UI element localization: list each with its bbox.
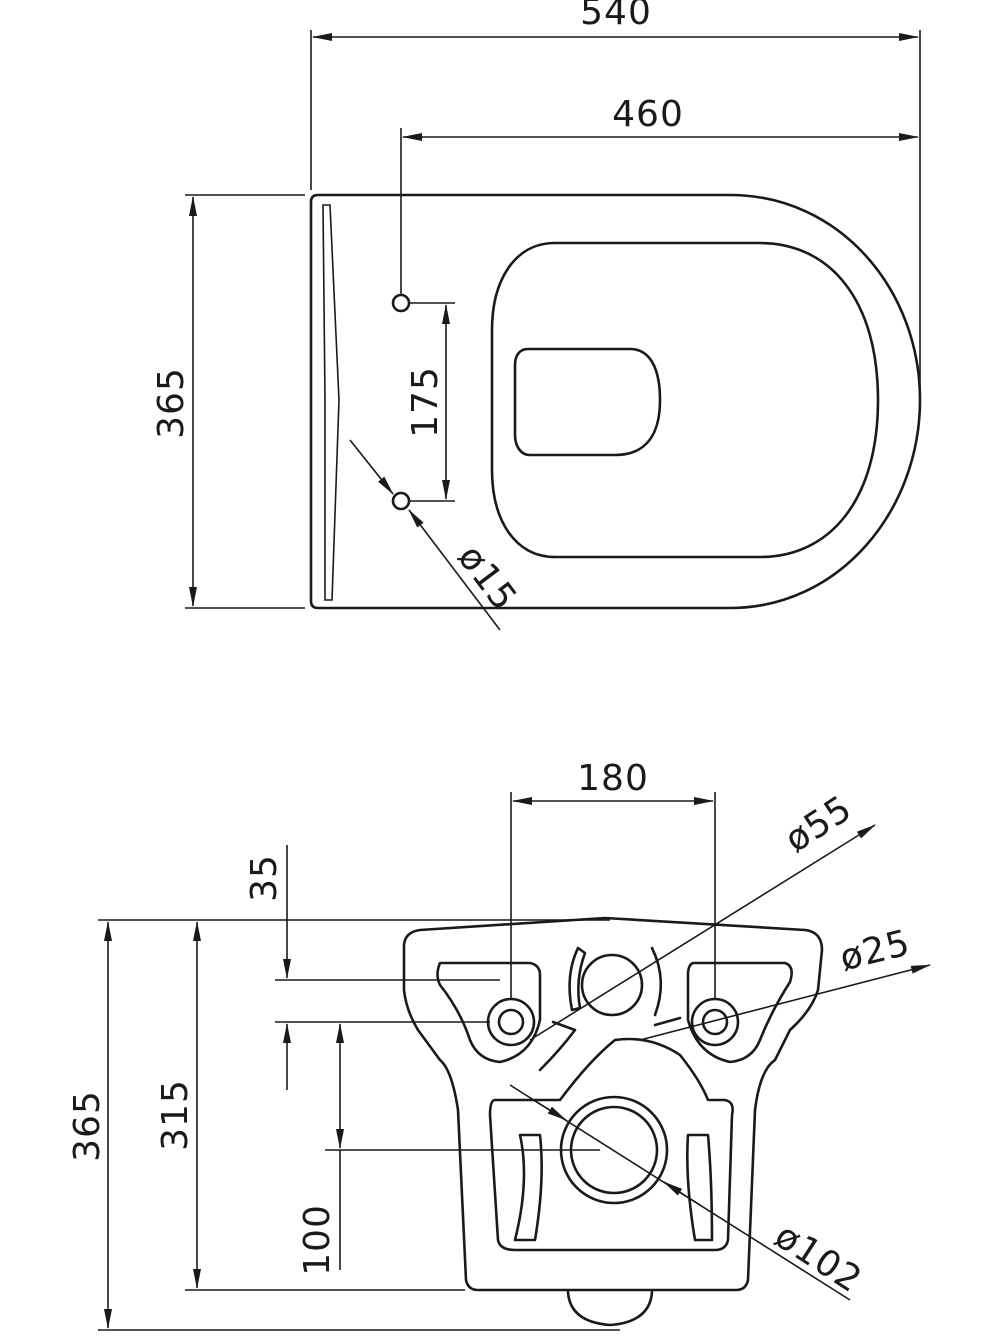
bolt-hole-right-outer <box>690 997 740 1047</box>
rear-view: 180 ø55 ø25 ø102 35 100 315 365 <box>67 758 931 1331</box>
bolt-hole-right-inner <box>701 1008 729 1036</box>
inlet-curve <box>568 946 587 1012</box>
inlet-pipe <box>580 953 644 1017</box>
dim-line-55 <box>529 824 876 1041</box>
dim-label-460: 460 <box>612 94 684 135</box>
fixing-hole-upper <box>391 293 411 313</box>
top-view: 540 460 365 175 ø15 <box>151 0 922 631</box>
rim-inner <box>490 241 880 559</box>
dim-label-100: 100 <box>297 1204 338 1276</box>
rear-panel-strip <box>322 204 340 601</box>
bolt-hole-left-outer <box>486 997 536 1047</box>
bolt-hole-left-inner <box>497 1008 525 1036</box>
dim-label-55: ø55 <box>778 788 860 861</box>
dim-label-315: 315 <box>155 1079 196 1151</box>
rear-outline <box>402 916 824 1292</box>
bowl-opening <box>513 347 662 457</box>
rib-right <box>686 1133 714 1242</box>
left-pocket <box>436 961 542 1064</box>
dim-label-25: ø25 <box>836 922 915 979</box>
fixing-hole-lower <box>391 491 411 511</box>
dim-label-175: 175 <box>405 366 446 438</box>
dim-label-365-top: 365 <box>151 367 192 439</box>
dim-label-180: 180 <box>577 758 649 799</box>
dim-line-25 <box>639 964 931 1041</box>
dim-line-15 <box>349 439 394 495</box>
dim-label-35: 35 <box>244 854 285 902</box>
dim-label-365-rear: 365 <box>67 1090 108 1162</box>
dim-label-102: ø102 <box>767 1215 869 1301</box>
bowl-outline <box>309 193 922 610</box>
bottom-foot <box>566 1290 654 1327</box>
rib-left <box>513 1133 543 1242</box>
inner-recess <box>488 1037 734 1252</box>
dim-label-540: 540 <box>580 0 652 33</box>
right-pocket <box>686 961 793 1064</box>
